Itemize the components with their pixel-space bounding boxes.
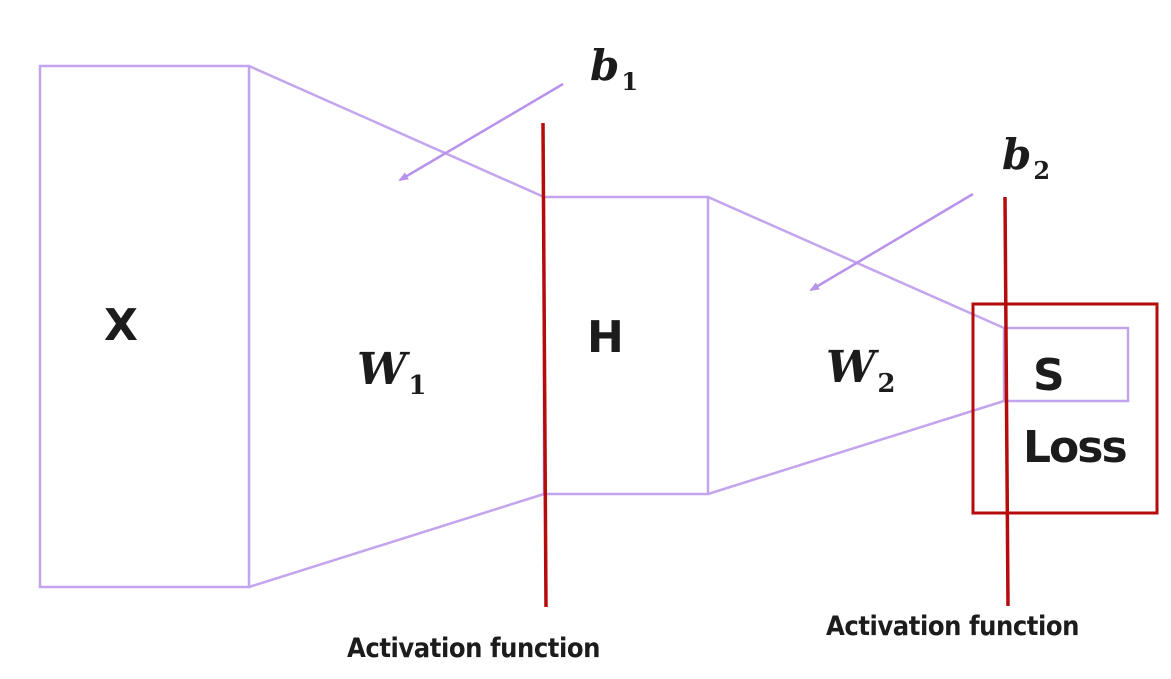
- input-layer-label: X: [104, 300, 138, 351]
- hidden-layer-box: [542, 195, 710, 496]
- weight-2-label: W2: [826, 342, 896, 399]
- bias-arrow-2: [809, 192, 974, 292]
- x-to-h-top-edge: [248, 64, 545, 199]
- bias-2-label: b2: [1002, 130, 1050, 185]
- connection-lines: [248, 64, 1005, 589]
- bias-1-label: b1: [590, 41, 638, 96]
- x-to-h-bottom-edge: [248, 492, 545, 589]
- bias-arrow-1: [398, 82, 564, 182]
- hidden-layer-label: H: [587, 312, 624, 363]
- h-to-s-bottom-edge: [707, 399, 1005, 496]
- score-layer-label: S: [1033, 350, 1065, 401]
- activation-caption-1: Activation function: [347, 633, 600, 664]
- score-layer-box: [1002, 326, 1130, 403]
- input-layer-box: [38, 64, 251, 589]
- activation-line-2: [1003, 196, 1010, 607]
- activation-caption-2: Activation function: [826, 611, 1079, 642]
- loss-box: [971, 302, 1159, 515]
- activation-line-1: [541, 122, 548, 608]
- weight-1-label: W1: [357, 344, 427, 401]
- loss-label: Loss: [1023, 422, 1126, 473]
